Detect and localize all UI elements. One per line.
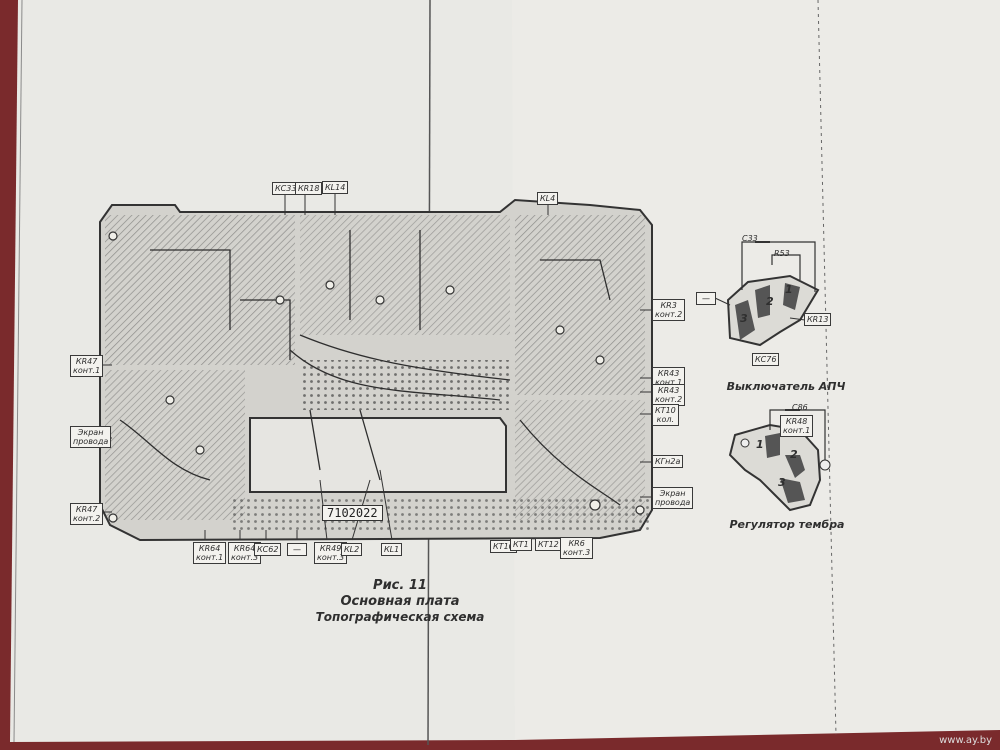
label-screen-left: Экран провода: [70, 426, 112, 448]
label-kr47-2: КR47 конт.2: [70, 503, 104, 525]
label-kr49-3: КR49 конт.3: [314, 542, 348, 564]
tone-contact-2: 2: [790, 448, 798, 461]
label-kr43-2: КR43 конт.2: [652, 384, 686, 406]
label-kr64-1: КR64 конт.1: [193, 542, 227, 564]
label-kl14: КL14: [322, 181, 349, 194]
label-kc33: КС33: [272, 182, 300, 195]
figure-subtitle: Топографическая схема: [315, 610, 485, 624]
label-kt1: КТ1: [510, 538, 532, 551]
afc-contact-2: 2: [766, 295, 774, 308]
label-kl4: КL4: [537, 192, 559, 205]
board-number: 7102022: [322, 505, 383, 521]
afc-label-kc76: КС76: [752, 353, 780, 366]
afc-contact-1: 1: [785, 283, 793, 296]
tone-contact-1: 1: [756, 438, 764, 451]
label-kr3-2: КR3 конт.2: [652, 299, 686, 321]
afc-label-minus: —: [696, 292, 716, 305]
label-kt12: КТ12: [535, 538, 562, 551]
afc-contact-3: 3: [740, 312, 748, 325]
label-minus: —: [287, 543, 307, 556]
afc-label-r53: R53: [774, 249, 790, 258]
tone-label-c86: С86: [792, 403, 808, 412]
label-screen-right: Экран провода: [652, 487, 694, 509]
tone-label-kr48: КR48 конт.1: [780, 415, 814, 437]
afc-label-c33: С33: [742, 234, 758, 243]
label-kr47-1: КR47 конт.1: [70, 355, 104, 377]
board-cutout: [249, 417, 507, 493]
figure-title: Основная плата: [340, 594, 460, 609]
label-kr18: КR18: [295, 182, 323, 195]
tone-caption: Регулятор тембра: [729, 518, 845, 531]
afc-switch-drawing: [714, 241, 820, 347]
label-kr6-3: КR6 конт.3: [560, 537, 594, 559]
figure-number: Рис. 11: [373, 578, 427, 593]
afc-caption: Выключатель АПЧ: [726, 380, 846, 393]
tone-contact-3: 3: [778, 476, 786, 489]
watermark: www.ay.by: [939, 735, 992, 746]
label-kl2: КL2: [341, 543, 363, 556]
label-kgn2a: КГн2а: [652, 455, 684, 468]
label-kt10: КТ10 кол.: [652, 404, 679, 426]
label-kc62: КС62: [254, 543, 282, 556]
label-kr64-3: КR64 конт.3: [228, 542, 262, 564]
afc-label-kr13: КR13: [804, 313, 832, 326]
label-kr43-1: КR43 конт.1: [652, 367, 686, 389]
label-kl1: КL1: [381, 543, 403, 556]
